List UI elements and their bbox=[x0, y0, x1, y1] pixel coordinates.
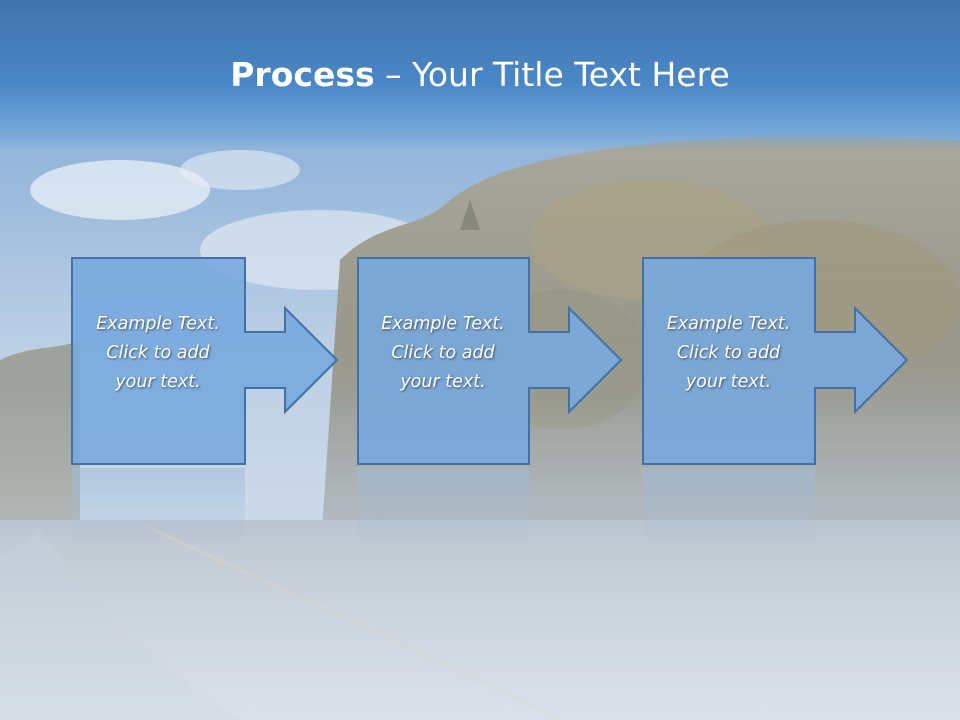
title-rest: Your Title Text Here bbox=[412, 55, 730, 94]
slide-title[interactable]: Process – Your Title Text Here bbox=[0, 52, 960, 98]
title-separator: – bbox=[374, 55, 413, 94]
title-bold: Process bbox=[230, 55, 375, 94]
step-text[interactable]: Example Text. Click to add your text. bbox=[666, 314, 791, 392]
step-arrow-shape bbox=[71, 257, 339, 548]
process-step-1[interactable]: Example Text. Click to add your text. bbox=[71, 256, 411, 556]
process-step-3[interactable]: Example Text. Click to add your text. bbox=[642, 256, 952, 556]
process-step-2[interactable]: Example Text. Click to add your text. bbox=[357, 256, 697, 556]
title-band bbox=[0, 0, 960, 150]
step-arrow-shape bbox=[357, 257, 623, 548]
step-text[interactable]: Example Text. Click to add your text. bbox=[96, 314, 220, 392]
step-text[interactable]: Example Text. Click to add your text. bbox=[381, 314, 505, 392]
step-arrow-shape bbox=[642, 257, 909, 548]
